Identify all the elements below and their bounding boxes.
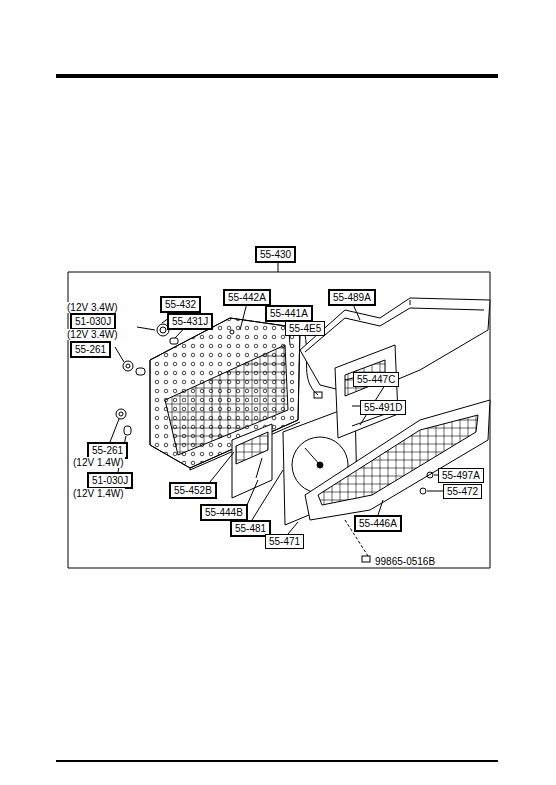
- part-number: 55-444B: [205, 507, 243, 518]
- part-number: 51-030J: [75, 316, 111, 327]
- callout-box: 55-447C: [353, 372, 399, 387]
- callout-box: 55-452B: [169, 482, 217, 499]
- callout-box: 55-442A: [223, 289, 271, 306]
- callout-box: 55-4E5: [285, 321, 325, 336]
- callout-box: 55-444B: [200, 504, 248, 521]
- part-number: 55-4E5: [289, 323, 321, 334]
- callout-box: 51-030J: [70, 313, 116, 330]
- part-number: 55-471: [269, 536, 300, 547]
- callout-box: 55-432: [160, 296, 201, 313]
- part-number: 55-446A: [359, 518, 397, 529]
- callout-box: 55-430: [255, 246, 296, 263]
- part-number: 55-441A: [270, 308, 308, 319]
- part-number: 55-481: [235, 523, 266, 534]
- part-number: 55-442A: [228, 292, 266, 303]
- callout-box: 55-472: [443, 484, 482, 499]
- part-number: 55-432: [165, 299, 196, 310]
- bulb-rating: (12V 3.4W): [66, 329, 119, 340]
- part-number: 51-030J: [92, 475, 128, 486]
- part-number: 55-452B: [174, 485, 212, 496]
- callout-box: 55-431J: [167, 313, 213, 330]
- callout-box: 55-261: [70, 341, 111, 358]
- part-number: 55-489A: [333, 292, 371, 303]
- part-number: 55-491D: [364, 402, 402, 413]
- callout-box: 55-489A: [328, 289, 376, 306]
- part-number: 55-430: [260, 249, 291, 260]
- callout-box: 55-441A: [265, 305, 313, 322]
- bulb-rating: (12V 3.4W): [66, 302, 119, 313]
- bulb-rating: (12V 1.4W): [72, 488, 125, 499]
- part-number: 55-431J: [172, 316, 208, 327]
- part-number: 99865-0516B: [374, 556, 436, 567]
- callout-box: 55-491D: [360, 400, 406, 415]
- part-number: 55-447C: [357, 374, 395, 385]
- part-number: 55-497A: [442, 470, 480, 481]
- part-number: 55-261: [92, 445, 123, 456]
- part-number: 55-472: [447, 486, 478, 497]
- callout-box: 55-471: [265, 534, 304, 549]
- part-number: 55-261: [75, 344, 106, 355]
- callout-box: 55-497A: [438, 468, 484, 483]
- callout-box: 55-446A: [354, 515, 402, 532]
- bulb-rating: (12V 1.4W): [72, 457, 125, 468]
- callout-box: 51-030J: [87, 472, 133, 489]
